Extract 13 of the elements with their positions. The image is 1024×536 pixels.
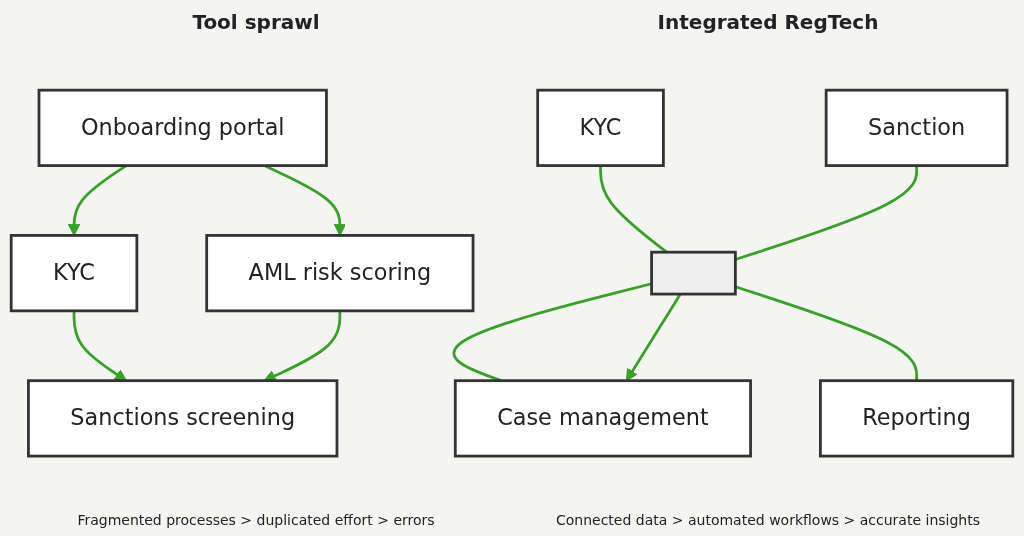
node-box: Sanctions screening xyxy=(27,379,339,458)
panel-caption: Fragmented processes > duplicated effort > errors xyxy=(76,512,436,530)
panel-heading: Integrated RegTech xyxy=(656,9,880,34)
panel-caption: Connected data > automated workflows > accurate insights xyxy=(554,512,981,530)
panel-heading: Tool sprawl xyxy=(191,9,321,34)
node-box: AML risk scoring xyxy=(205,233,475,313)
node-box: Sanction xyxy=(824,88,1009,167)
node-box: Onboarding portal xyxy=(37,88,328,167)
node-box: KYC xyxy=(9,233,139,313)
node-box xyxy=(650,250,737,296)
node-box: Reporting xyxy=(819,379,1015,458)
node-box: Case management xyxy=(453,379,752,458)
node-box: KYC xyxy=(536,88,665,167)
